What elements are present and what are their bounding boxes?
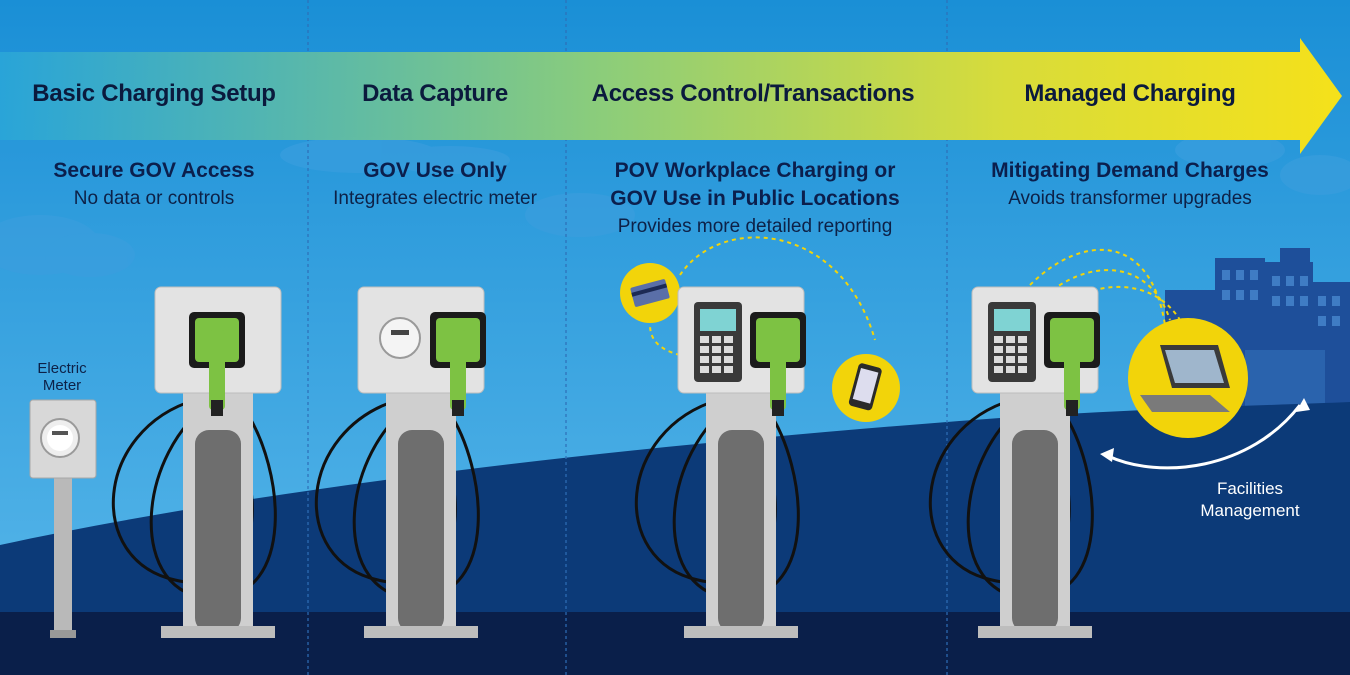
step-subtitle: Avoids transformer upgrades xyxy=(1008,188,1252,209)
data-flow-arrows xyxy=(649,236,1181,356)
base-plate xyxy=(161,626,275,638)
meter-dial xyxy=(379,317,421,359)
laptop-icon-circle xyxy=(1128,318,1248,438)
step-desc-managed: Mitigating Demand Charges Avoids transfo… xyxy=(980,157,1280,213)
step-desc-access: POV Workplace Charging or GOV Use in Pub… xyxy=(580,157,930,241)
facilities-arrowhead-right xyxy=(1296,398,1310,412)
keypad-key xyxy=(1018,336,1027,343)
keypad-key xyxy=(1006,336,1015,343)
standalone-electric-meter xyxy=(29,399,97,638)
step-subtitle: No data or controls xyxy=(73,188,235,209)
facilities-arrowhead-left xyxy=(1100,448,1114,462)
step-title: Secure GOV Access xyxy=(53,159,255,182)
keypad-key xyxy=(700,356,709,363)
column-dividers xyxy=(307,0,948,675)
meter-display xyxy=(391,330,409,335)
chargers xyxy=(111,286,1100,638)
electric-meter-label: Electric Meter xyxy=(20,360,104,394)
charging-station xyxy=(928,286,1100,638)
keypad-key xyxy=(712,336,721,343)
keypad-key xyxy=(994,366,1003,373)
step-title-line2: GOV Use in Public Locations xyxy=(610,187,900,210)
charging-station xyxy=(111,286,282,638)
keypad-key xyxy=(712,356,721,363)
keypad-key xyxy=(700,346,709,353)
keypad-key xyxy=(700,336,709,343)
charging-station xyxy=(314,286,486,638)
electric-meter-label-line1: Electric xyxy=(37,360,87,377)
connector-handle xyxy=(770,330,786,410)
connector-handle xyxy=(209,330,225,410)
base-plate xyxy=(364,626,478,638)
keypad-key xyxy=(1018,346,1027,353)
connector-tip xyxy=(211,400,223,416)
facilities-label-line2: Management xyxy=(1200,501,1300,520)
keypad-key xyxy=(724,336,733,343)
step-label-data: Data Capture xyxy=(362,80,508,107)
connector-tip xyxy=(1066,400,1078,416)
step-desc-basic: Secure GOV Access No data or controls xyxy=(28,157,280,213)
pedestal-panel xyxy=(398,430,444,632)
step-desc-data: GOV Use Only Integrates electric meter xyxy=(310,157,560,213)
keypad-key xyxy=(724,356,733,363)
electric-meter-label-line2: Meter xyxy=(42,377,82,394)
keypad-key xyxy=(724,366,733,373)
city-windows xyxy=(1222,270,1340,326)
keypad-screen xyxy=(700,309,736,331)
pedestal-panel xyxy=(195,430,241,632)
keypad-key xyxy=(700,366,709,373)
keypad-screen xyxy=(994,309,1030,331)
keypad-key xyxy=(1018,356,1027,363)
clouds xyxy=(0,132,1350,277)
keypad-key xyxy=(1018,366,1027,373)
base-plate xyxy=(978,626,1092,638)
keypad-key xyxy=(994,356,1003,363)
step-label-managed: Managed Charging xyxy=(1024,80,1236,107)
facilities-management-label: Facilities Management xyxy=(1180,478,1320,522)
keypad-key xyxy=(712,366,721,373)
keypad-key xyxy=(994,346,1003,353)
connector-tip xyxy=(772,400,784,416)
base-plate xyxy=(684,626,798,638)
step-label-access: Access Control/Transactions xyxy=(591,80,915,107)
keypad-key xyxy=(994,336,1003,343)
step-title: GOV Use Only xyxy=(363,159,507,182)
pedestal-panel xyxy=(718,430,764,632)
payment-icons xyxy=(620,263,900,422)
keypad-key xyxy=(1006,346,1015,353)
facilities-label-line1: Facilities xyxy=(1216,479,1284,498)
keypad-key xyxy=(712,346,721,353)
connector-tip xyxy=(452,400,464,416)
keypad-key xyxy=(1006,356,1015,363)
charging-station xyxy=(634,286,806,638)
step-subtitle: Provides more detailed reporting xyxy=(617,216,893,237)
step-label-basic: Basic Charging Setup xyxy=(32,80,276,107)
step-title-line1: POV Workplace Charging or xyxy=(614,159,896,182)
pedestal-panel xyxy=(1012,430,1058,632)
keypad-key xyxy=(724,346,733,353)
connector-handle xyxy=(1064,330,1080,410)
progress-arrow xyxy=(0,38,1342,154)
keypad-key xyxy=(1006,366,1015,373)
step-subtitle: Integrates electric meter xyxy=(333,188,537,209)
facilities-arrow xyxy=(1107,404,1302,470)
connector-handle xyxy=(450,330,466,410)
step-title: Mitigating Demand Charges xyxy=(991,159,1269,182)
